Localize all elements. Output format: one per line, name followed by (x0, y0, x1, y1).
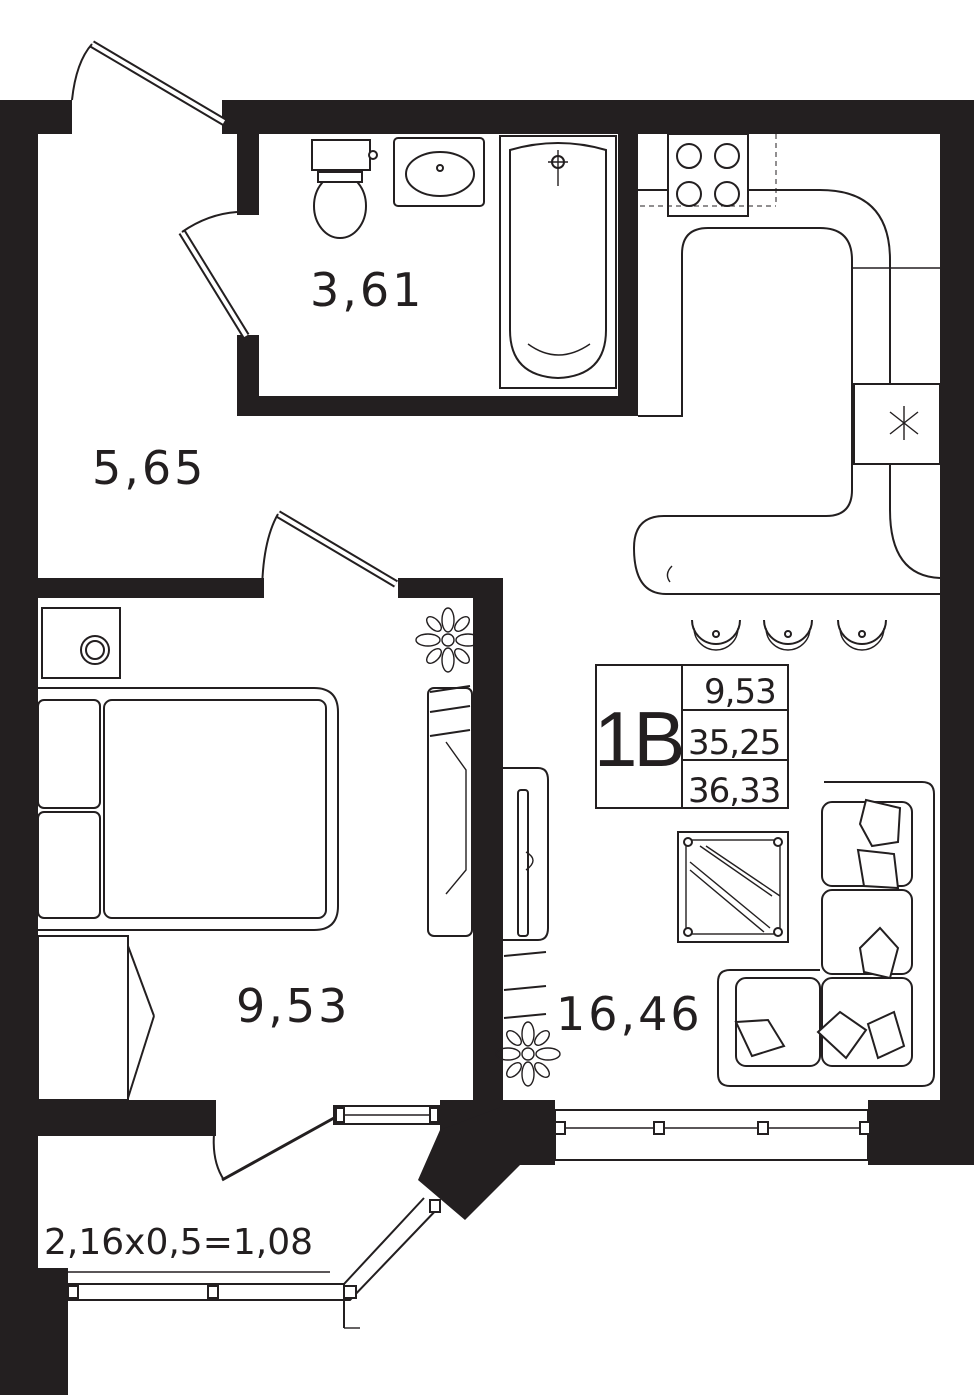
living-window (554, 1109, 871, 1161)
apartment-type-code: 1B (594, 695, 681, 783)
coffee-table (677, 831, 789, 943)
bedroom-window (333, 1105, 441, 1125)
washbasin (393, 137, 485, 207)
bedroom-shelf (427, 685, 473, 937)
bedroom-door[interactable] (261, 510, 399, 597)
walls (0, 100, 974, 1395)
living-kitchen-area-label: 16,46 (556, 987, 703, 1041)
bar-stools (691, 619, 887, 651)
bedroom-area-label: 9,53 (236, 979, 350, 1033)
bathroom-door[interactable] (178, 211, 250, 339)
cooktop (640, 133, 777, 217)
bathtub (499, 135, 617, 389)
nightstand (41, 607, 121, 679)
tv-stand (503, 767, 549, 1019)
total-area-with-balcony-value: 36,33 (688, 771, 780, 811)
living-area-value: 9,53 (704, 672, 776, 712)
hallway-area-label: 5,65 (92, 441, 206, 495)
balcony-door[interactable] (212, 1116, 335, 1182)
toilet (311, 139, 378, 239)
plant-icon (415, 607, 481, 673)
double-bed (37, 687, 339, 931)
corner-sofa (717, 781, 935, 1087)
kitchen-counter (632, 189, 941, 595)
plant-icon (495, 1021, 561, 1087)
balcony-area-label: 2,16x0,5=1,08 (44, 1222, 313, 1263)
bathroom-area-label: 3,61 (310, 263, 424, 317)
balcony-glazing (67, 1197, 441, 1329)
apartment-legend: 1B 9,53 35,25 36,33 (594, 664, 789, 811)
total-area-value: 35,25 (688, 723, 780, 763)
wardrobe (37, 935, 155, 1101)
entrance-door[interactable] (71, 40, 227, 126)
